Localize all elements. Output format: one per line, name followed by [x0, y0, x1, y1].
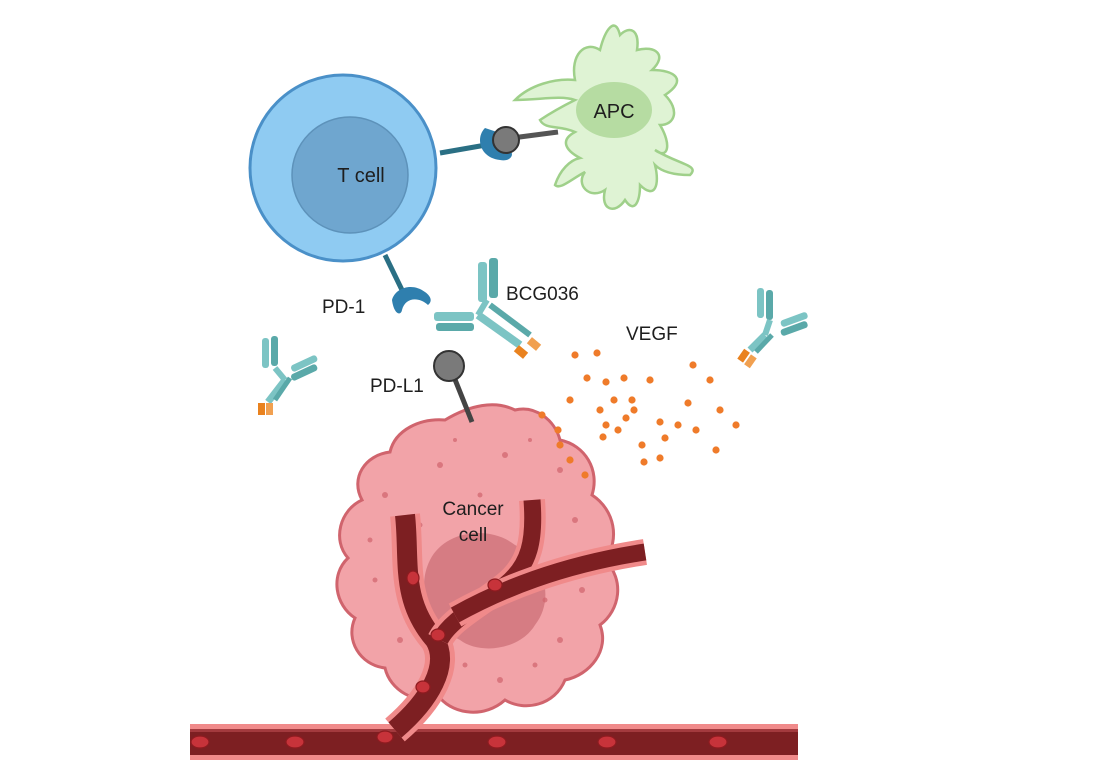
vegf-dot: [554, 426, 562, 434]
bcg036-label: BCG036: [506, 284, 579, 305]
vegf-dot: [684, 399, 692, 407]
vegf-dot: [692, 426, 700, 434]
vegf-dot: [630, 406, 638, 414]
vegf-dot: [583, 374, 591, 382]
pd1-receptor: [382, 253, 431, 314]
vegf-dot: [689, 361, 697, 369]
cancer-cell-label-line1: Cancer: [442, 499, 504, 520]
pdl1-ligand: [433, 350, 475, 423]
tcr-mhc-complex: [439, 126, 559, 161]
pd1-icon: [392, 286, 431, 314]
vegf-dot: [638, 441, 646, 449]
vegf-dot: [716, 406, 724, 414]
vegf-dot: [622, 414, 630, 422]
vegf-dot: [538, 411, 546, 419]
vegf-dot: [599, 433, 607, 441]
cancer-cell-speckles: [367, 438, 585, 683]
vegf-dot: [566, 456, 574, 464]
vegf-dot: [596, 406, 604, 414]
vegf-dot: [712, 446, 720, 454]
vegf-dot: [706, 376, 714, 384]
pd1-label: PD-1: [322, 297, 365, 318]
vegf-dot: [602, 378, 610, 386]
vegf-dot: [674, 421, 682, 429]
pdl1-icon: [433, 350, 465, 382]
mhc-ligand: [492, 126, 520, 154]
free-antibody-left: [258, 336, 318, 415]
t-cell-label: T cell: [337, 165, 384, 187]
apc-label: APC: [593, 101, 634, 123]
vegf-dot: [661, 434, 669, 442]
vegf-dot: [602, 421, 610, 429]
vegf-dot: [610, 396, 618, 404]
vegf-particles: [538, 349, 740, 479]
vegf-dot: [593, 349, 601, 357]
cancer-cell-label-line2: cell: [459, 525, 488, 546]
pdl1-label: PD-L1: [370, 376, 424, 397]
vegf-dot: [571, 351, 579, 359]
vegf-dot: [628, 396, 636, 404]
bcg036-antibody: [434, 258, 542, 359]
red-blood-cells: [190, 570, 728, 749]
vegf-dot: [640, 458, 648, 466]
vegf-label: VEGF: [626, 324, 678, 345]
vegf-dot: [656, 454, 664, 462]
apc-cell: APC: [511, 24, 694, 210]
t-cell: T cell: [248, 73, 438, 263]
vegf-dot: [581, 471, 589, 479]
vegf-dot: [566, 396, 574, 404]
vegf-dot: [556, 441, 564, 449]
free-antibody-right: [737, 288, 808, 369]
vegf-dot: [620, 374, 628, 382]
vegf-dot: [646, 376, 654, 384]
vegf-dot: [656, 418, 664, 426]
vegf-dot: [732, 421, 740, 429]
vegf-dot: [614, 426, 622, 434]
